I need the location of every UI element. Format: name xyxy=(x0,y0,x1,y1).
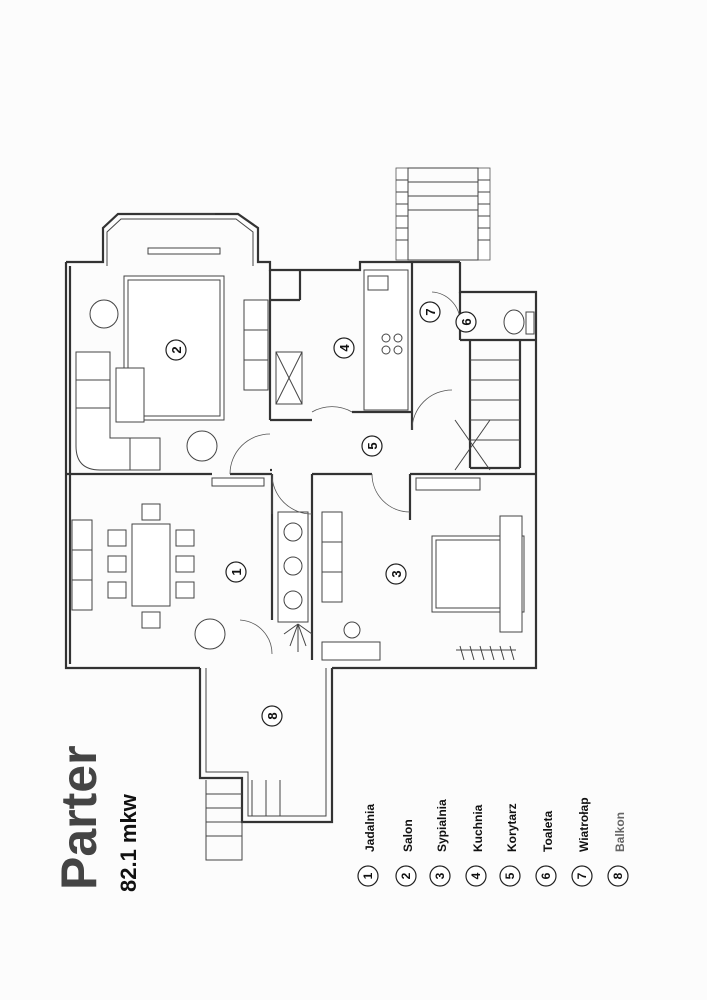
room-number-label: 8 xyxy=(265,712,280,719)
room-number-label: 4 xyxy=(337,344,352,352)
legend-label: Sypialnia xyxy=(435,799,449,852)
room-marker-4: 4 xyxy=(333,337,355,359)
room-marker-3: 3 xyxy=(385,563,407,585)
dining-furniture xyxy=(71,477,313,652)
room-marker-7: 7 xyxy=(419,301,441,323)
room-marker-2: 2 xyxy=(165,339,187,361)
entrance-steps xyxy=(395,167,491,261)
svg-text:6: 6 xyxy=(539,872,553,879)
plan-area: 82.1 mkw xyxy=(116,793,141,892)
room-marker-1: 1 xyxy=(225,561,247,583)
svg-text:3: 3 xyxy=(433,872,447,879)
bedroom-furniture xyxy=(321,477,525,661)
legend-item-5: 5 Korytarz xyxy=(499,803,521,887)
svg-text:1: 1 xyxy=(361,872,375,879)
room-number-label: 6 xyxy=(459,318,474,325)
legend-label: Toaleta xyxy=(541,811,555,852)
legend-item-6: 6 Toaleta xyxy=(535,811,557,887)
room-number-label: 5 xyxy=(365,442,380,449)
room-marker-8: 8 xyxy=(261,705,283,727)
room-number-label: 2 xyxy=(169,346,184,353)
hall-fixtures xyxy=(454,309,535,471)
kitchen-furniture xyxy=(275,269,409,411)
legend-label: Wiatrołap xyxy=(577,797,591,852)
door-swings xyxy=(229,291,461,655)
room-number-label: 3 xyxy=(389,570,404,577)
legend-item-3: 3 Sypialnia xyxy=(429,799,451,887)
svg-text:2: 2 xyxy=(399,872,413,879)
legend-item-4: 4 Kuchnia xyxy=(465,804,487,887)
svg-text:4: 4 xyxy=(469,872,483,879)
legend: 1 Jadalnia 2 Salon 3 Sypialnia 4 Kuchnia… xyxy=(357,797,629,887)
legend-label: Korytarz xyxy=(505,803,519,852)
legend-item-2: 2 Salon xyxy=(395,819,417,887)
room-number-label: 1 xyxy=(229,568,244,575)
svg-text:8: 8 xyxy=(611,872,625,879)
svg-text:7: 7 xyxy=(575,872,589,879)
legend-label: Salon xyxy=(401,819,415,852)
balcony-outline xyxy=(198,668,334,861)
room-marker-5: 5 xyxy=(361,435,383,457)
legend-label: Balkon xyxy=(613,812,627,852)
room-number-label: 7 xyxy=(423,308,438,315)
salon-furniture xyxy=(75,247,269,471)
legend-label: Kuchnia xyxy=(471,804,485,852)
svg-text:5: 5 xyxy=(503,872,517,879)
plan-title: Parter xyxy=(51,745,107,890)
legend-label: Jadalnia xyxy=(363,804,377,852)
legend-item-8: 8 Balkon xyxy=(607,812,629,887)
legend-item-1: 1 Jadalnia xyxy=(357,804,379,887)
legend-item-7: 7 Wiatrołap xyxy=(571,797,593,887)
room-marker-6: 6 xyxy=(455,311,477,333)
